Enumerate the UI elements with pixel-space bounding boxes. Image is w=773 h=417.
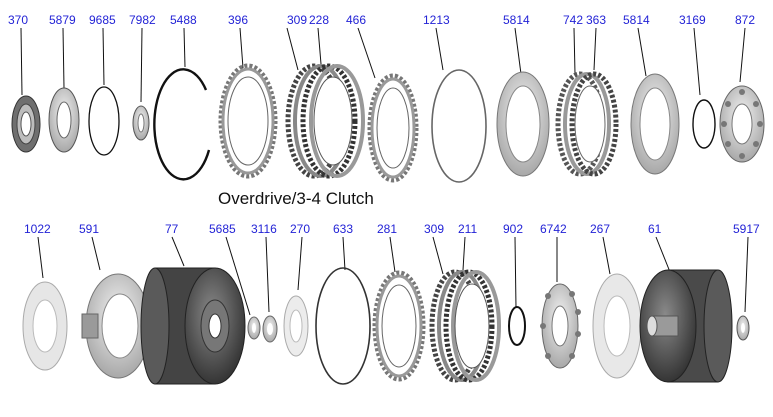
- part-label: 309: [424, 222, 444, 236]
- part-label: 267: [590, 222, 610, 236]
- friction-plate-icon: [218, 63, 278, 179]
- part-label: 5879: [49, 13, 76, 27]
- snap-ring-icon: [692, 99, 716, 149]
- snap-ring-icon: [508, 306, 526, 346]
- part-label: 211: [458, 222, 477, 236]
- part-label: 77: [165, 222, 179, 236]
- part-label: 5814: [503, 13, 530, 27]
- piston-icon: [22, 281, 68, 371]
- snap-ring-icon: [315, 267, 371, 385]
- part-742: 742: [563, 13, 583, 75]
- piston-housing-icon: [81, 273, 151, 379]
- clutch-drum-icon: [639, 269, 733, 383]
- part-270: 270: [283, 222, 310, 357]
- part-label: 3169: [679, 13, 706, 27]
- part-label: 5814: [623, 13, 650, 27]
- snap-ring-icon: [88, 86, 120, 156]
- diagram-title: Overdrive/3-4 Clutch: [218, 189, 374, 208]
- part-5814-a: 5814: [496, 13, 550, 177]
- friction-plate-icon: [367, 73, 419, 183]
- friction-plate-icon: [372, 270, 426, 382]
- part-label: 5488: [170, 13, 197, 27]
- part-label: 5917: [733, 222, 760, 236]
- part-label: 872: [735, 13, 755, 27]
- part-466: 466: [346, 13, 419, 183]
- part-label: 1022: [24, 222, 51, 236]
- part-label: 270: [290, 222, 310, 236]
- part-label: 742: [563, 13, 583, 27]
- part-591: 591: [79, 222, 151, 379]
- thrust-washer-icon: [262, 315, 278, 343]
- clutch-pack-icon: [429, 269, 501, 383]
- part-370: 370: [8, 13, 41, 153]
- part-label: 309: [287, 13, 307, 27]
- part-label: 591: [79, 222, 99, 236]
- clutch-pack-icon: [555, 71, 619, 177]
- part-872: 872: [719, 13, 765, 163]
- snap-ring-icon: [431, 69, 487, 183]
- part-77: 77: [140, 222, 246, 385]
- part-211: 211: [458, 222, 477, 271]
- part-281: 281: [372, 222, 426, 382]
- part-363: 363: [586, 13, 606, 71]
- steel-plate-icon: [630, 73, 680, 175]
- part-5879: 5879: [48, 13, 80, 153]
- part-267: 267: [590, 222, 642, 379]
- part-3116: 3116: [251, 222, 278, 343]
- part-label: 902: [503, 222, 523, 236]
- part-1022: 1022: [22, 222, 68, 371]
- part-5685: 5685: [209, 222, 261, 340]
- part-label: 61: [648, 222, 662, 236]
- clutch-drum-icon: [140, 267, 246, 385]
- part-396: 396: [218, 13, 278, 179]
- part-label: 466: [346, 13, 366, 27]
- thrust-washer-icon: [283, 295, 309, 357]
- spring-retainer-icon: [540, 283, 581, 369]
- snap-ring-icon: [153, 68, 211, 181]
- part-9685: 9685: [88, 13, 120, 156]
- part-5488: 5488: [153, 13, 211, 181]
- part-label: 5685: [209, 222, 236, 236]
- spring-retainer-icon: [719, 85, 765, 163]
- part-309-b: 309: [424, 222, 444, 275]
- part-label: 9685: [89, 13, 116, 27]
- part-label: 1213: [423, 13, 450, 27]
- part-label: 3116: [251, 222, 277, 236]
- part-label: 396: [228, 13, 248, 27]
- bearing-cylinder-icon: [11, 95, 41, 153]
- part-5917: 5917: [733, 222, 760, 341]
- part-633: 633: [315, 222, 371, 385]
- part-label: 633: [333, 222, 353, 236]
- part-label: 7982: [129, 13, 156, 27]
- part-label: 370: [8, 13, 28, 27]
- part-5814-b: 5814: [623, 13, 680, 175]
- part-1213: 1213: [423, 13, 487, 183]
- part-label: 228: [309, 13, 329, 27]
- thrust-washer-icon: [247, 316, 261, 340]
- part-902: 902: [503, 222, 526, 346]
- thrust-washer-icon: [736, 315, 750, 341]
- part-7982: 7982: [129, 13, 156, 141]
- part-61: 61: [639, 222, 733, 383]
- thrust-washer-icon: [48, 87, 80, 153]
- part-3169: 3169: [679, 13, 716, 149]
- steel-plate-icon: [496, 71, 550, 177]
- part-228: 228: [309, 13, 329, 65]
- clutch-pack-icon: [285, 63, 365, 179]
- thrust-washer-icon: [132, 105, 150, 141]
- part-label: 363: [586, 13, 606, 27]
- part-label: 281: [377, 222, 397, 236]
- part-6742: 6742: [540, 222, 581, 369]
- part-label: 6742: [540, 222, 567, 236]
- part-309: 309: [286, 13, 307, 71]
- piston-icon: [592, 273, 642, 379]
